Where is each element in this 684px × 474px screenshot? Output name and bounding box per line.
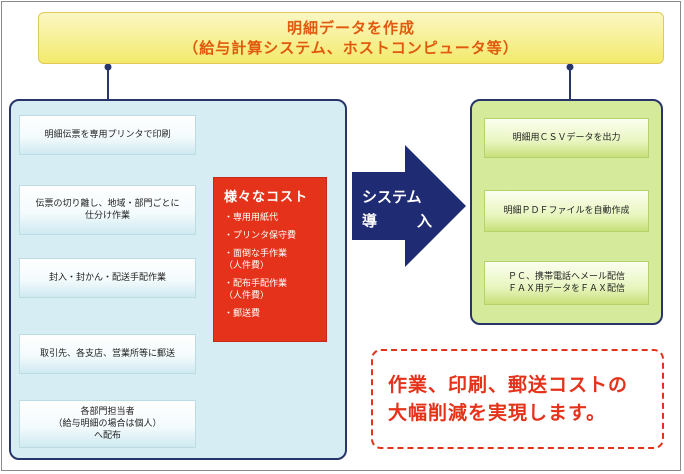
transition-label-line2b: 入 <box>417 212 433 230</box>
left-step-5-line2: （給与明細の場合は個人） <box>53 419 162 429</box>
cost-item: ・面倒な手作業 （人件費） <box>224 248 296 272</box>
cost-item: ・専用用紙代 <box>224 212 296 224</box>
left-step-5: 各部門担当者 （給与明細の場合は個人） へ配布 <box>19 400 196 448</box>
right-step-3: ＰＣ、携帯電話へメール配信 ＦＡＸ用データをＦＡＸ配信 <box>484 261 649 305</box>
left-step-3: 封入・封かん・配送手配作業 <box>19 258 196 298</box>
cost-reduction-box: 作業、印刷、郵送コストの 大幅削減を実現します。 <box>371 349 664 449</box>
left-step-2-line1: 伝票の切り離し、地域・部門ごとに <box>35 199 180 209</box>
left-step-5-line3: へ配布 <box>93 431 121 441</box>
cost-item-4-note: （人件費） <box>224 291 270 301</box>
left-step-1: 明細伝票を専用プリンタで印刷 <box>19 115 196 155</box>
right-step-3-line1: ＰＣ、携帯電話へメール配信 <box>507 272 625 282</box>
result-line2: 大幅削減を実現します。 <box>388 402 607 424</box>
right-step-2-text: 明細ＰＤＦファイルを自動作成 <box>503 206 630 216</box>
left-step-3-text: 封入・封かん・配送手配作業 <box>48 273 166 283</box>
cost-item: ・郵送費 <box>224 308 296 320</box>
banner-title: 明細データを作成 <box>286 19 415 37</box>
left-step-2-line2: 仕分け作業 <box>84 211 130 221</box>
costs-title: 様々なコスト <box>224 190 309 205</box>
right-step-1-text: 明細用ＣＳＶデータを出力 <box>512 133 621 143</box>
cost-item-3-note: （人件費） <box>224 261 270 271</box>
right-step-2: 明細ＰＤＦファイルを自動作成 <box>484 190 649 232</box>
transition-label-line2a: 導 <box>362 212 378 230</box>
right-step-1: 明細用ＣＳＶデータを出力 <box>484 118 649 158</box>
cost-item-5: ・郵送費 <box>224 309 261 319</box>
left-step-5-line1: 各部門担当者 <box>80 407 135 417</box>
cost-item-1: ・専用用紙代 <box>224 213 279 223</box>
system-introduction-arrow <box>352 145 466 267</box>
left-step-1-text: 明細伝票を専用プリンタで印刷 <box>44 130 171 140</box>
cost-item-4: ・配布手配作業 <box>224 279 288 289</box>
left-step-4: 取引先、各支店、営業所等に郵送 <box>19 334 196 374</box>
banner-subtitle: （給与計算システム、ホストコンピュータ等） <box>183 39 519 57</box>
left-step-2: 伝票の切り離し、地域・部門ごとに 仕分け作業 <box>19 185 196 235</box>
transition-label-line1: システム <box>362 188 422 206</box>
cost-item: ・プリンタ保守費 <box>224 230 296 242</box>
source-data-banner: 明細データを作成 （給与計算システム、ホストコンピュータ等） <box>38 12 664 64</box>
costs-box: 様々なコスト ・専用用紙代 ・プリンタ保守費 ・面倒な手作業 （人件費） ・配布… <box>213 177 327 342</box>
cost-item-2: ・プリンタ保守費 <box>224 231 297 241</box>
costs-list: ・専用用紙代 ・プリンタ保守費 ・面倒な手作業 （人件費） ・配布手配作業 （人… <box>224 212 296 326</box>
right-step-3-line2: ＦＡＸ用データをＦＡＸ配信 <box>507 284 625 294</box>
cost-item-3: ・面倒な手作業 <box>224 249 288 259</box>
cost-item: ・配布手配作業 （人件費） <box>224 278 296 302</box>
left-step-4-text: 取引先、各支店、営業所等に郵送 <box>39 349 175 359</box>
result-line1: 作業、印刷、郵送コストの <box>388 374 629 396</box>
